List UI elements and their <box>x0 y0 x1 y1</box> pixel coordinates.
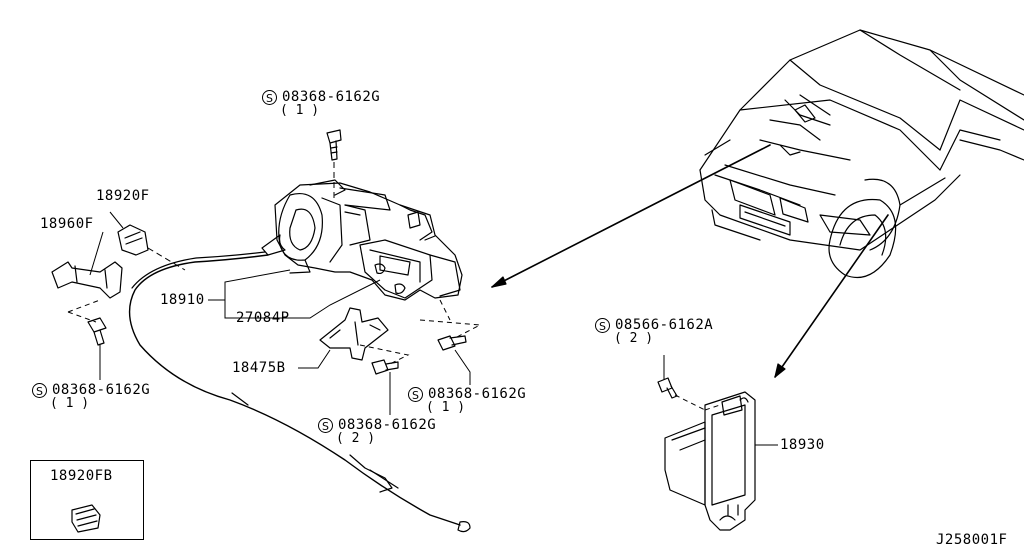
cable-18910 <box>128 251 471 533</box>
label-18960f: 18960F <box>40 216 94 232</box>
actuator-assembly <box>261 179 463 301</box>
vehicle-illustration <box>699 29 1024 279</box>
label-18920f: 18920F <box>96 188 150 204</box>
label-bolt-left-qty: ( 1 ) <box>50 396 90 411</box>
label-18920fb: 18920FB <box>50 468 113 484</box>
ecu-18930 <box>664 391 756 531</box>
label-bolt-right: 08368-6162G <box>428 386 527 402</box>
label-18930: 18930 <box>780 437 825 453</box>
location-arrows <box>491 144 889 378</box>
label-bolt-bottom-qty: ( 2 ) <box>336 431 376 446</box>
label-18475b: 18475B <box>232 360 286 376</box>
label-bolt-ecu: 08566-6162A <box>615 317 714 333</box>
label-18910: 18910 <box>160 292 205 308</box>
clip-18920f <box>117 224 149 256</box>
label-bolt-ecu-qty: ( 2 ) <box>614 331 654 346</box>
s-mark-top: S <box>262 90 277 105</box>
label-27084p: 27084P <box>236 310 290 326</box>
bolt-ecu <box>657 377 678 399</box>
clip-18920fb <box>71 504 101 533</box>
bolt-left <box>87 317 107 346</box>
bracket-18475b <box>319 307 389 361</box>
bolt-top <box>326 129 342 161</box>
s-mark-ecu: S <box>595 318 610 333</box>
label-bolt-right-qty: ( 1 ) <box>426 400 466 415</box>
leader-lines <box>67 162 778 446</box>
label-bolt-top: 08368-6162G <box>282 89 381 105</box>
label-bolt-left: 08368-6162G <box>52 382 151 398</box>
label-bolt-top-qty: ( 1 ) <box>280 103 320 118</box>
s-mark-bottom: S <box>318 418 333 433</box>
label-bolt-bottom: 08368-6162G <box>338 417 437 433</box>
bolt-right <box>437 335 467 351</box>
inset-box-18920fb <box>30 460 144 540</box>
s-mark-left: S <box>32 383 47 398</box>
bracket-18960f <box>51 261 123 299</box>
diagram-code: J258001F <box>936 532 1008 548</box>
s-mark-right: S <box>408 387 423 402</box>
